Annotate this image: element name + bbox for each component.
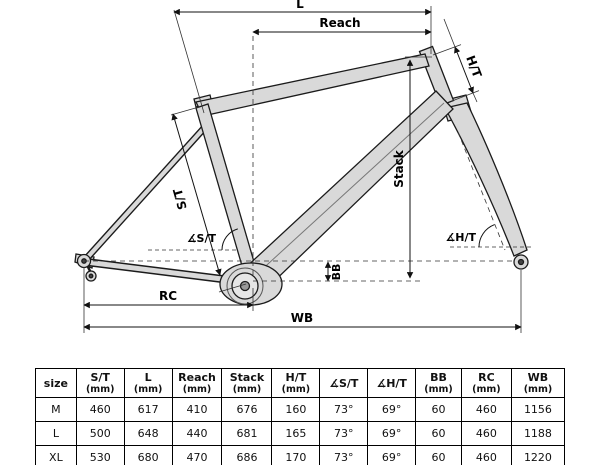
table-row-l: L 500 648 440 681 165 73° 69° 60 460 118… <box>35 421 566 446</box>
table-row-xl: XL 530 680 470 686 170 73° 69° 60 460 12… <box>35 445 566 465</box>
cell: 460 <box>460 397 512 422</box>
cell: 1188 <box>510 421 566 446</box>
bike-frame <box>74 45 529 306</box>
cell: 60 <box>415 445 462 465</box>
cell-size: M <box>35 397 77 422</box>
bb-axle <box>239 280 251 292</box>
cell: 680 <box>123 445 173 465</box>
col-header-bb: BB(mm) <box>415 368 462 398</box>
extension-lines <box>83 6 532 333</box>
cell: 440 <box>171 421 223 446</box>
label-seat-tube: S/T <box>170 186 190 211</box>
cell: 460 <box>75 397 125 422</box>
col-header-ht-angle: ∡H/T <box>367 368 417 398</box>
cell: 617 <box>123 397 173 422</box>
col-header-size: size <box>35 368 77 398</box>
seat-angle-arc <box>221 228 238 251</box>
top-tube <box>195 53 430 117</box>
cell: 60 <box>415 397 462 422</box>
cell: 73° <box>319 397 369 422</box>
col-header-wb: WB(mm) <box>510 368 566 398</box>
cell: 73° <box>319 421 369 446</box>
dim-head-tube <box>454 46 474 94</box>
bike-geometry-diagram: L Reach H/T Stack S/T ∡S/T ∡H/T BB RC WB <box>74 0 532 333</box>
cell: 60 <box>415 421 462 446</box>
label-wheelbase: WB <box>291 311 313 325</box>
col-header-rc: RC(mm) <box>460 368 512 398</box>
table-header-row: size S/T(mm) L(mm) Reach(mm) Stack(mm) H… <box>35 368 566 398</box>
cell: 69° <box>367 445 417 465</box>
col-header-l: L(mm) <box>123 368 173 398</box>
table-row-m: M 460 617 410 676 160 73° 69° 60 460 115… <box>35 397 566 422</box>
label-rear-center: RC <box>159 289 177 303</box>
geometry-table-wrap: size S/T(mm) L(mm) Reach(mm) Stack(mm) H… <box>35 368 567 465</box>
cell: 160 <box>271 397 321 422</box>
label-head-angle: ∡H/T <box>445 231 476 244</box>
cell: 73° <box>319 445 369 465</box>
geometry-diagram-svg: L Reach H/T Stack S/T ∡S/T ∡H/T BB RC WB <box>74 0 532 333</box>
cell: 460 <box>460 421 512 446</box>
cell: 500 <box>75 421 125 446</box>
geometry-table: size S/T(mm) L(mm) Reach(mm) Stack(mm) H… <box>35 368 566 465</box>
cell: 69° <box>367 421 417 446</box>
dim-seat-tube <box>171 113 222 276</box>
cell: 470 <box>171 445 223 465</box>
cell: 69° <box>367 397 417 422</box>
label-l: L <box>296 0 304 11</box>
cell: 460 <box>460 445 512 465</box>
cell: 530 <box>75 445 125 465</box>
label-stack: Stack <box>392 149 406 188</box>
label-reach: Reach <box>319 16 360 30</box>
seat-tube <box>195 103 260 284</box>
cell: 165 <box>271 421 321 446</box>
down-tube <box>242 90 454 293</box>
fork-blade <box>444 102 528 257</box>
cell: 410 <box>171 397 223 422</box>
dimension-lines <box>83 8 522 331</box>
cell: 1156 <box>510 397 566 422</box>
cell: 686 <box>221 445 273 465</box>
cell: 681 <box>221 421 273 446</box>
cell: 170 <box>271 445 321 465</box>
cell: 676 <box>221 397 273 422</box>
col-header-st: S/T(mm) <box>75 368 125 398</box>
label-seat-angle: ∡S/T <box>187 232 217 245</box>
col-header-reach: Reach(mm) <box>171 368 223 398</box>
cell: 1220 <box>510 445 566 465</box>
cell: 648 <box>123 421 173 446</box>
col-header-ht: H/T(mm) <box>271 368 321 398</box>
label-bb-drop: BB <box>330 264 343 281</box>
col-header-stack: Stack(mm) <box>221 368 273 398</box>
cell-size: XL <box>35 445 77 465</box>
col-header-st-angle: ∡S/T <box>319 368 369 398</box>
head-angle-arc <box>478 224 495 248</box>
cell-size: L <box>35 421 77 446</box>
